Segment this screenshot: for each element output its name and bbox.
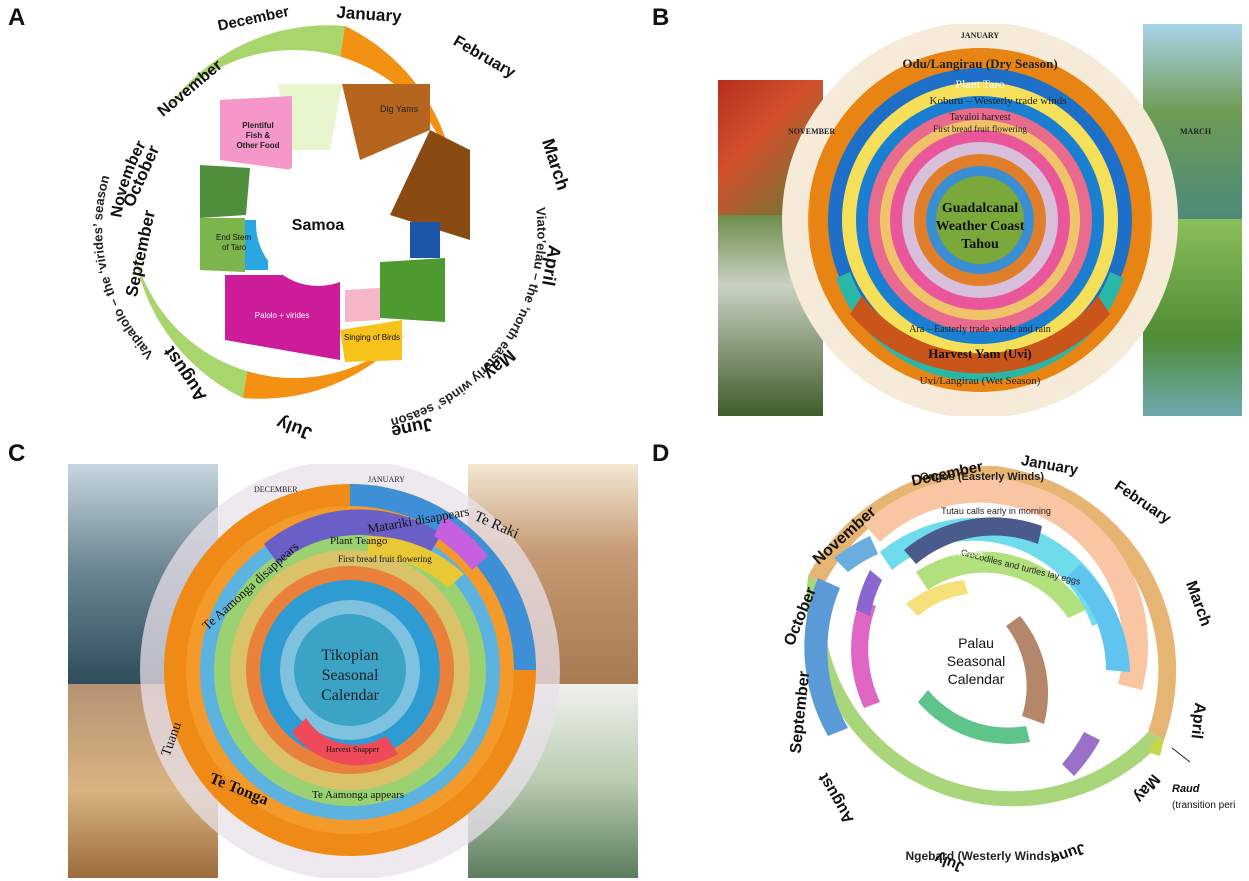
month-d-august: August [815, 770, 858, 827]
panel-b-guadalcanal-calendar: Guadalcanal Weather Coast Tahou Odu/Lang… [718, 24, 1242, 416]
ring-first-breadfruit: First bread fruit flowering [338, 554, 432, 564]
palau-center-line3: Calendar [948, 671, 1005, 687]
panel-a-samoa-calendar: Vaipalolo – the ‘virides’ season Viato’e… [0, 0, 620, 440]
raud-sub-label: (transition peri [1172, 800, 1235, 811]
month-b-january: JANUARY [961, 31, 1000, 40]
ring-plant-teango: Plant Teango [330, 535, 388, 547]
samoa-calendar-svg: Vaipalolo – the ‘virides’ season Viato’e… [90, 3, 573, 440]
month-january: January [336, 3, 403, 27]
month-d-april: April [1187, 702, 1208, 740]
ring-bread-fruit: First bread fruit flowering [933, 124, 1027, 134]
month-july: July [274, 413, 315, 440]
ring-harvest-snapper: Harvest Snapper [326, 745, 379, 754]
ring-tavaloi: Tavaloi harvest [949, 112, 1010, 123]
samoa-inner-ring [200, 84, 470, 362]
panel-label-c: C [8, 440, 26, 467]
panel-c-tikopian-calendar: Tikopian Seasonal Calendar Matariki disa… [68, 464, 638, 878]
month-december: December [216, 3, 291, 35]
raud-transition-mark [1148, 740, 1164, 756]
month-d-may: May [1130, 771, 1163, 806]
month-d-february: February [1111, 477, 1174, 527]
ring-harvest-yam: Harvest Yam (Uvi) [928, 346, 1032, 361]
ring-plant-taro: Plant Taro [955, 77, 1004, 91]
panel-label-d: D [652, 440, 670, 467]
inner-label-singing-birds: Singing of Birds [344, 333, 400, 342]
ring-fish-lay-eggs: Fish lay eggs [942, 551, 984, 558]
raud-label: Raud [1172, 783, 1200, 795]
month-c-january: JANUARY [368, 475, 405, 484]
ring-koburu: Koburu – Westerly trade winds [930, 95, 1067, 107]
tikopian-center-line3: Calendar [321, 687, 379, 704]
month-d-june: June [1049, 839, 1088, 867]
ring-te-aamonga-appears: Te Aamonga appears [312, 789, 404, 801]
panel-label-b: B [652, 4, 670, 31]
ring-dry-season: Odu/Langirau (Dry Season) [902, 56, 1057, 71]
ring-ara-trade-winds: Ara – Easterly trade winds and rain [909, 324, 1051, 335]
guadalcanal-center-line3: Tahou [961, 237, 999, 252]
ring-ngebard: Ngebard (Westerly Winds) [905, 849, 1054, 863]
month-c-december: DECEMBER [254, 485, 298, 494]
month-b-november: NOVEMBER [788, 127, 835, 136]
tikopian-calendar-svg: Tikopian Seasonal Calendar Matariki disa… [140, 464, 560, 878]
month-b-march: MARCH [1180, 127, 1212, 136]
guadalcanal-calendar-svg: Guadalcanal Weather Coast Tahou Odu/Lang… [782, 24, 1212, 416]
palau-calendar-svg: Palau Seasonal Calendar Ongos (Easterly … [781, 452, 1235, 876]
inner-label-palolo: Palolo + virides [255, 311, 309, 320]
panel-label-a: A [8, 4, 26, 31]
guadalcanal-center-line1: Guadalcanal [942, 201, 1018, 216]
inner-label-dig-yams: Dig Yams [380, 104, 419, 114]
month-february: February [450, 33, 518, 82]
ring-wet-season: Uvi/Langirau (Wet Season) [920, 375, 1041, 387]
samoa-center-title: Samoa [292, 217, 345, 234]
month-d-march: March [1182, 579, 1214, 629]
tikopian-center-line2: Seasonal [322, 667, 379, 684]
palau-center-line1: Palau [958, 635, 994, 651]
ring-ongos: Ongos (Easterly Winds) [920, 471, 1044, 483]
guadalcanal-center-line2: Weather Coast [936, 219, 1025, 234]
month-d-september: September [788, 670, 814, 754]
tikopian-center-line1: Tikopian [321, 647, 378, 664]
palau-center-line2: Seasonal [947, 653, 1005, 669]
month-march: March [538, 136, 573, 193]
panel-d-palau-calendar: Palau Seasonal Calendar Ongos (Easterly … [720, 440, 1249, 881]
ring-tutau: Tutau calls early in morning [941, 506, 1051, 516]
raud-arrow [1171, 747, 1191, 763]
